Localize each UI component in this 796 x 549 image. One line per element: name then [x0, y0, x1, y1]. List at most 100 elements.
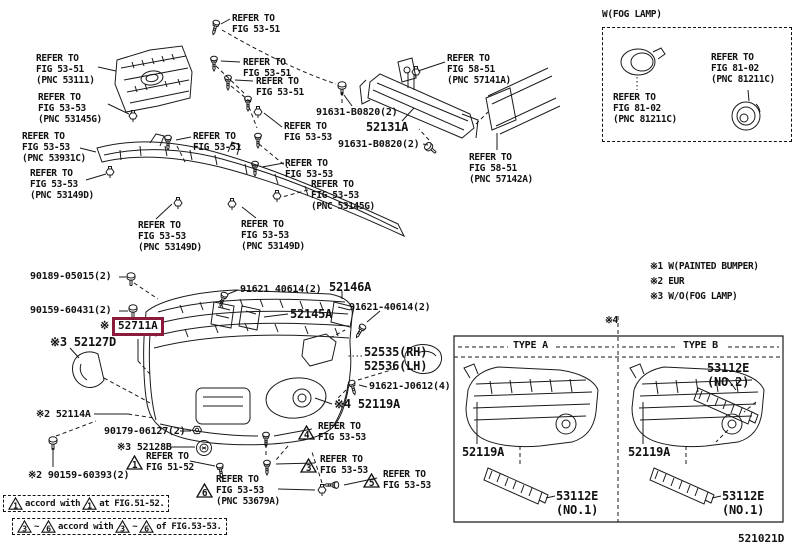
legend-table-mark: ※4: [605, 315, 618, 326]
svg-text:1: 1: [87, 500, 92, 510]
part-52131a[interactable]: 52131A: [366, 120, 409, 134]
legend-painted-bumper: ※1 W(PAINTED BUMPER): [650, 261, 759, 272]
triangle-3-marker: 3: [17, 519, 32, 533]
bolt-icon: [48, 436, 58, 450]
table-header-type-a: TYPE A: [513, 340, 548, 351]
triangle-3-marker: 3: [299, 457, 318, 474]
reinforcement-drawing: [360, 58, 478, 138]
part-52146a[interactable]: 52146A: [329, 280, 372, 294]
svg-text:5: 5: [369, 478, 375, 488]
part-52128b[interactable]: ※3 52128B: [117, 442, 172, 453]
triangle-6-marker: 6: [195, 482, 214, 499]
note-text: ~: [34, 521, 40, 532]
screw-icon: [323, 481, 340, 489]
table-dashes: [454, 316, 783, 522]
svg-text:3: 3: [22, 523, 27, 533]
triangle-1-marker: 1: [82, 496, 98, 510]
grille-drawing: [115, 46, 192, 112]
clip-icon: [411, 66, 421, 79]
part-53112e-no1-type-b[interactable]: 53112E(NO.1): [722, 489, 765, 517]
screw-icon: [353, 322, 368, 340]
triangle-3-marker: 3: [115, 519, 131, 533]
part-52127d[interactable]: ※3 52127D: [50, 335, 117, 349]
dotted-lines: [346, 77, 637, 356]
part-52119a-main[interactable]: ※4 52119A: [334, 397, 401, 411]
triangle-1-marker: 1: [125, 454, 144, 471]
screw-icon: [244, 95, 252, 112]
svg-text:4: 4: [304, 430, 310, 440]
part-90179-06127[interactable]: 90179-06127(2): [104, 426, 186, 437]
front-bumper-drawing: [144, 290, 353, 445]
part-52145a[interactable]: 52145A: [290, 307, 333, 321]
note-text: at FIG.51-52.: [99, 498, 165, 509]
table-type-a-drawing: [464, 364, 598, 505]
part-53112e-no1-type-a[interactable]: 53112E(NO.1): [556, 489, 599, 517]
clip-icon: [272, 190, 282, 203]
part-90159-60431[interactable]: 90159-60431(2): [30, 305, 112, 316]
bolt-icon: [422, 140, 439, 157]
diagram-code: 521021D: [738, 532, 785, 545]
triangle-6-marker: 6: [139, 519, 155, 533]
part-52114a[interactable]: ※2 52114A: [36, 409, 91, 420]
part-91621-40614-left[interactable]: 91621 40614(2): [240, 284, 322, 295]
frame-rail-drawing: [486, 68, 560, 134]
dashed-lines: [56, 30, 488, 483]
triangle-1-marker: 1: [8, 496, 23, 510]
part-90159-60393[interactable]: ※2 90159-60393(2): [28, 470, 130, 481]
svg-text:6: 6: [144, 523, 149, 533]
table-type-b-drawing: [630, 364, 764, 505]
highlighted-part-number[interactable]: 52711A: [112, 317, 164, 336]
clip-icon: [173, 197, 183, 210]
part-90189-05015[interactable]: 90189-05015(2): [30, 271, 112, 282]
part-91621-j0612[interactable]: 91621-J0612(4): [369, 381, 451, 392]
screw-icon: [210, 55, 218, 72]
fog-lamp-section-box: [602, 27, 792, 142]
clip-icon: [128, 110, 138, 123]
part-52535-52536[interactable]: 52535(RH)52536(LH): [364, 345, 428, 373]
triangle-5-marker: 5: [362, 472, 381, 489]
triangle-6-marker: 6: [41, 519, 57, 533]
fog-lamp-icon-right: [732, 102, 760, 130]
fog-lamp-icon-left: [621, 48, 665, 75]
note-text: ~: [132, 521, 138, 532]
part-91631-b0820-top[interactable]: 91631-B0820(2): [316, 107, 398, 118]
clip-icon: [317, 484, 327, 497]
screw-icon: [216, 290, 229, 308]
legend-eur: ※2 EUR: [650, 276, 685, 287]
svg-text:6: 6: [46, 523, 51, 533]
part-53112e-no2-type-b[interactable]: 53112E(NO.2): [707, 361, 750, 389]
leader-lines: [53, 19, 749, 490]
part-91621-40614-right[interactable]: 91621-40614(2): [349, 302, 431, 313]
triangle-4-marker: 4: [297, 424, 316, 441]
part-52711a-highlight[interactable]: ※52711A: [100, 317, 164, 336]
part-52119a-type-b[interactable]: 52119A: [628, 445, 671, 459]
grommet-icon: [196, 440, 212, 456]
part-91631-b0820-mid[interactable]: 91631-B0820(2): [338, 139, 420, 150]
fog-lamp-section-title: W(FOG LAMP): [602, 9, 662, 20]
bolt-icon: [128, 304, 138, 318]
part-52119a-type-a[interactable]: 52119A: [462, 445, 505, 459]
svg-text:6: 6: [202, 488, 208, 498]
table-header-type-b: TYPE B: [683, 340, 718, 351]
svg-text:1: 1: [13, 500, 18, 510]
